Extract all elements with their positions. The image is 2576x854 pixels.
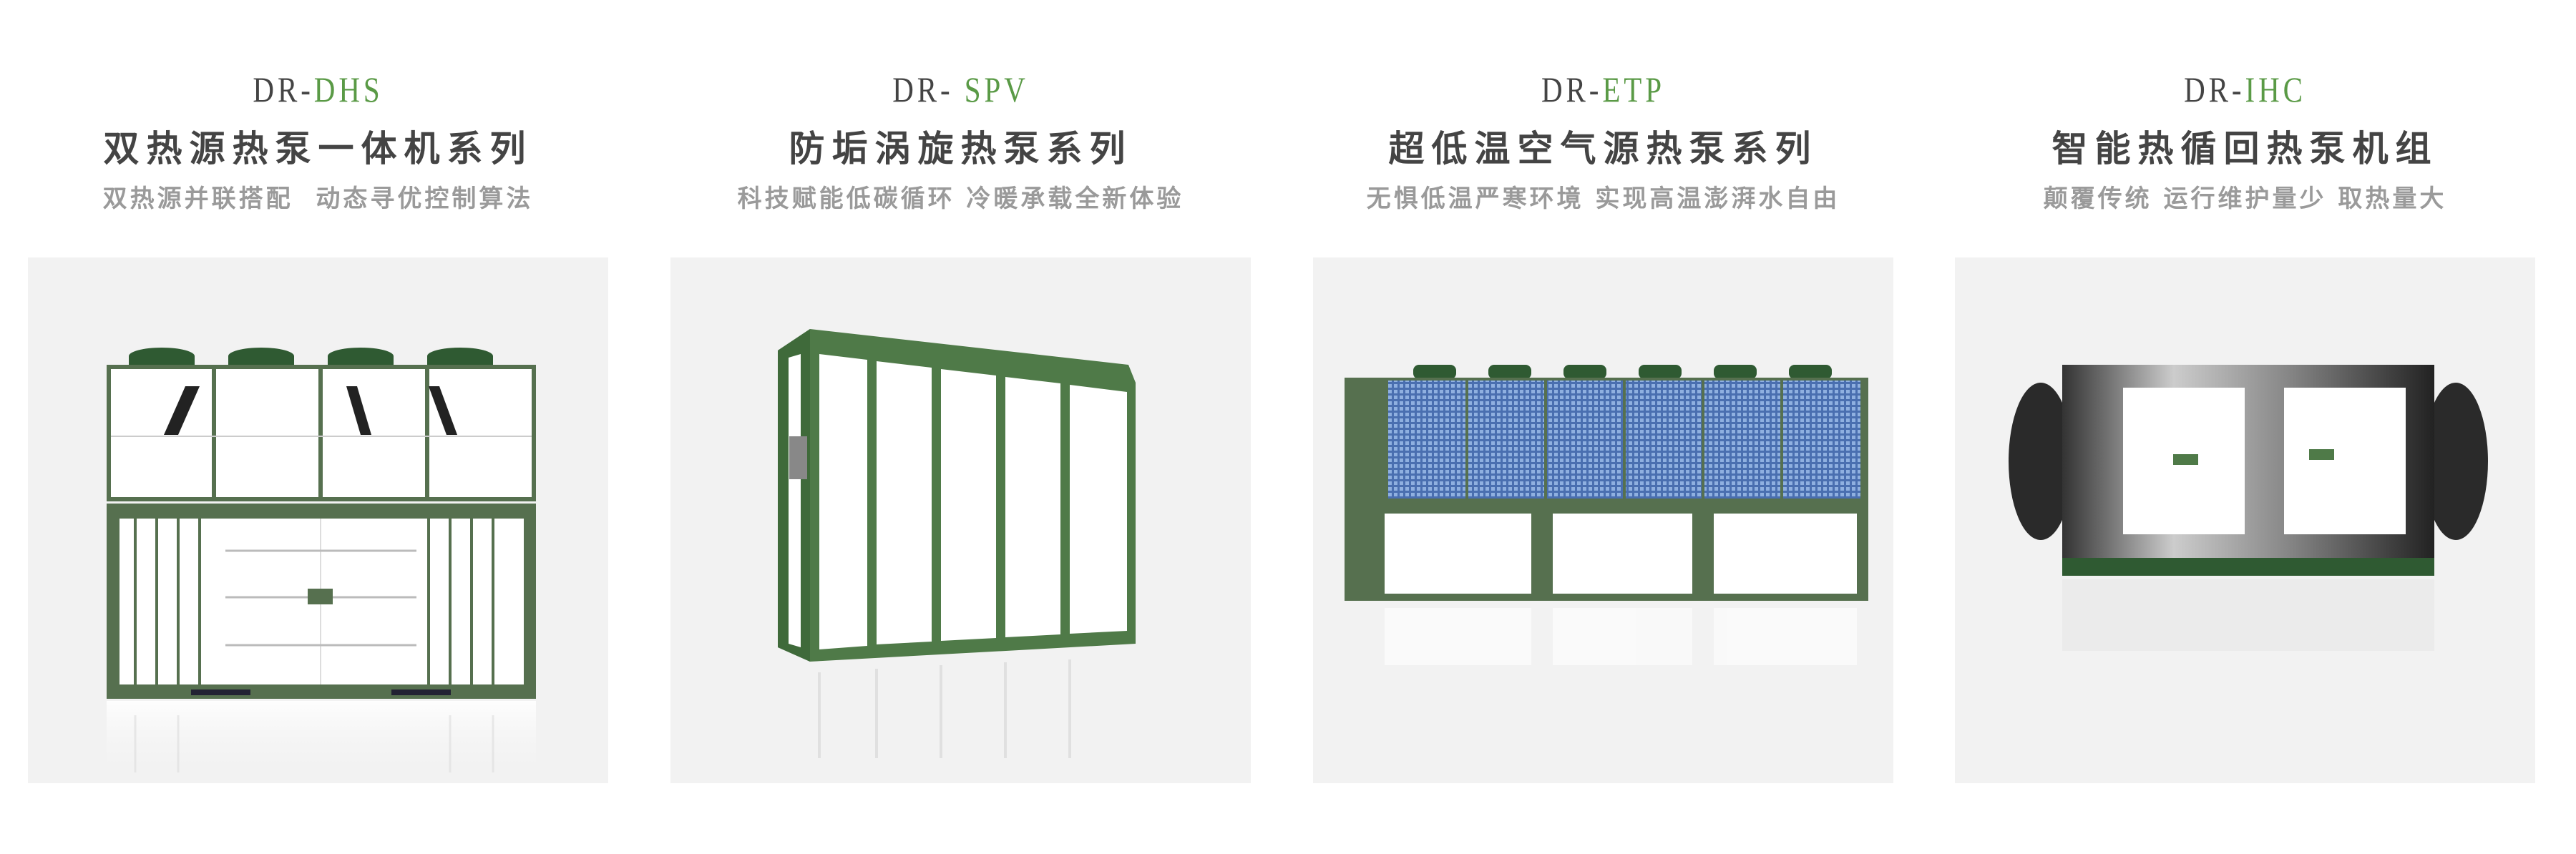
ihc-unit-image xyxy=(2009,365,2488,651)
product-image-card[interactable] xyxy=(1955,257,2535,783)
product-image-card[interactable] xyxy=(1313,257,1893,783)
product-title: 双热源热泵一体机系列 xyxy=(103,128,533,170)
product-dhs[interactable]: DR-DHS 双热源热泵一体机系列 双热源并联搭配 动态寻优控制算法 xyxy=(28,0,608,854)
product-subtitle: 无惧低温严寒环境 实现高温澎湃水自由 xyxy=(1366,185,1840,213)
model-name: DR-ETP xyxy=(1541,69,1666,109)
model-name: DR-IHC xyxy=(2184,69,2306,109)
product-etp[interactable]: DR-ETP 超低温空气源热泵系列 无惧低温严寒环境 实现高温澎湃水自由 xyxy=(1313,0,1893,854)
product-spv[interactable]: DR- SPV 防垢涡旋热泵系列 科技赋能低碳循环 冷暖承载全新体验 xyxy=(670,0,1251,854)
product-title: 超低温空气源热泵系列 xyxy=(1388,128,1818,170)
model-name: DR-DHS xyxy=(253,69,384,109)
product-subtitle: 科技赋能低碳循环 冷暖承载全新体验 xyxy=(737,185,1184,213)
product-ihc[interactable]: DR-IHC 智能热循回热泵机组 颠覆传统 运行维护量少 取热量大 xyxy=(1955,0,2535,854)
product-subtitle: 颠覆传统 运行维护量少 取热量大 xyxy=(2043,185,2447,213)
product-title: 智能热循回热泵机组 xyxy=(2051,128,2439,170)
product-title: 防垢涡旋热泵系列 xyxy=(789,128,1133,170)
product-image-card[interactable] xyxy=(28,257,608,783)
product-image-card[interactable] xyxy=(670,257,1251,783)
spv-unit-image xyxy=(778,329,1136,772)
etp-unit-image xyxy=(1345,365,1868,665)
dhs-unit-image xyxy=(107,348,536,780)
model-name: DR- SPV xyxy=(892,69,1029,109)
product-subtitle: 双热源并联搭配 动态寻优控制算法 xyxy=(102,185,534,213)
